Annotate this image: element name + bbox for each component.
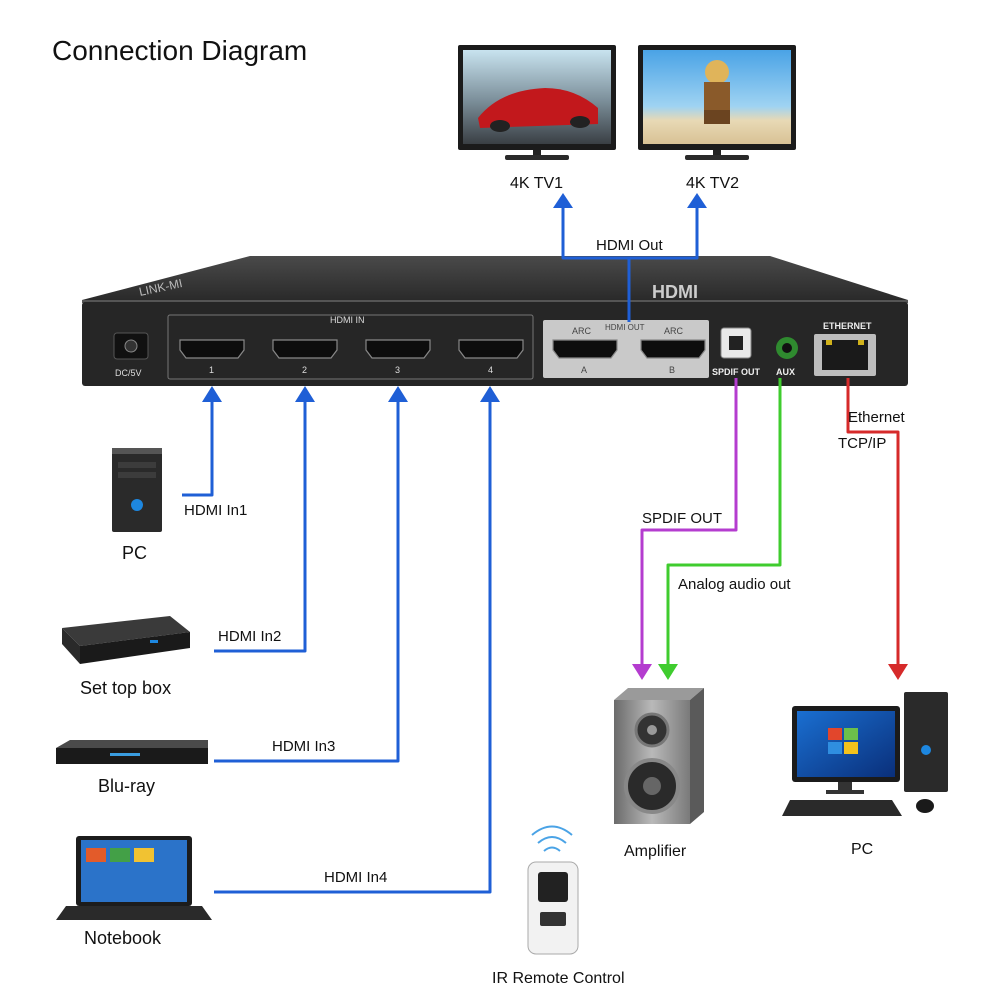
set-top-box-icon <box>62 616 190 664</box>
out-port-a: A <box>581 365 587 375</box>
tv1-icon <box>458 45 616 160</box>
arrowhead <box>480 386 500 402</box>
out-port-b: B <box>669 365 675 375</box>
ethernet-port-label: ETHERNET <box>823 321 872 331</box>
matrix-switch-device <box>82 256 908 386</box>
node-notebook: Notebook <box>84 928 162 948</box>
arrowhead <box>388 386 408 402</box>
pc-tower-icon <box>112 448 162 532</box>
hdmi-out-label: HDMI OUT <box>605 323 645 332</box>
arrowhead <box>632 664 652 680</box>
desktop-pc-icon <box>782 692 948 816</box>
node-bluray: Blu-ray <box>98 776 155 796</box>
edge-hdmi-in2 <box>214 396 307 653</box>
port-label-2: 2 <box>302 365 307 375</box>
spdif-port-label: SPDIF OUT <box>712 367 761 377</box>
edge-hdmi-in4 <box>214 396 492 894</box>
tv2-icon <box>638 45 796 160</box>
ir-remote-icon <box>527 825 579 955</box>
edge-analog-out <box>666 378 782 668</box>
edge-label-ethernet: Ethernet <box>848 409 906 426</box>
port-label-4: 4 <box>488 365 493 375</box>
node-tv1: 4K TV1 <box>510 175 563 192</box>
node-remote: IR Remote Control <box>492 970 625 987</box>
arrowhead <box>888 664 908 680</box>
hdmi-in-label: HDMI IN <box>330 315 365 325</box>
laptop-icon <box>56 836 212 920</box>
arc-label-b: ARC <box>664 326 684 336</box>
arrowhead <box>658 664 678 680</box>
edge-label-analog: Analog audio out <box>678 576 791 593</box>
node-tv2: 4K TV2 <box>686 175 739 192</box>
edge-hdmi-in3 <box>214 396 400 763</box>
hdmi-logo: HDMI <box>652 282 698 302</box>
edge-spdif-out <box>640 378 738 668</box>
edge-label-hdmi-in4: HDMI In4 <box>324 869 387 886</box>
edge-label-hdmi-in1: HDMI In1 <box>184 502 247 519</box>
bluray-player-icon <box>56 740 208 764</box>
diagram-title: Connection Diagram <box>52 35 307 66</box>
node-pc-left: PC <box>122 543 147 563</box>
arrowhead <box>687 193 707 208</box>
edge-hdmi-out <box>561 205 699 322</box>
port-label-3: 3 <box>395 365 400 375</box>
edge-label-tcpip: TCP/IP <box>838 435 886 452</box>
arrowhead <box>295 386 315 402</box>
edge-hdmi-in1 <box>182 396 214 497</box>
arrowhead <box>202 386 222 402</box>
node-pc-right: PC <box>851 841 873 858</box>
port-label-1: 1 <box>209 365 214 375</box>
edge-label-hdmi-in2: HDMI In2 <box>218 628 281 645</box>
edge-label-hdmi-out: HDMI Out <box>596 237 664 254</box>
power-label: DC/5V <box>115 368 142 378</box>
node-amplifier: Amplifier <box>624 843 687 860</box>
node-set-top-box: Set top box <box>80 678 171 698</box>
edge-ethernet <box>846 378 900 668</box>
speaker-icon <box>614 688 704 824</box>
edge-label-hdmi-in3: HDMI In3 <box>272 738 335 755</box>
edge-label-spdif: SPDIF OUT <box>642 510 722 527</box>
arrowhead <box>553 193 573 208</box>
aux-port-label: AUX <box>776 367 795 377</box>
arc-label-a: ARC <box>572 326 592 336</box>
